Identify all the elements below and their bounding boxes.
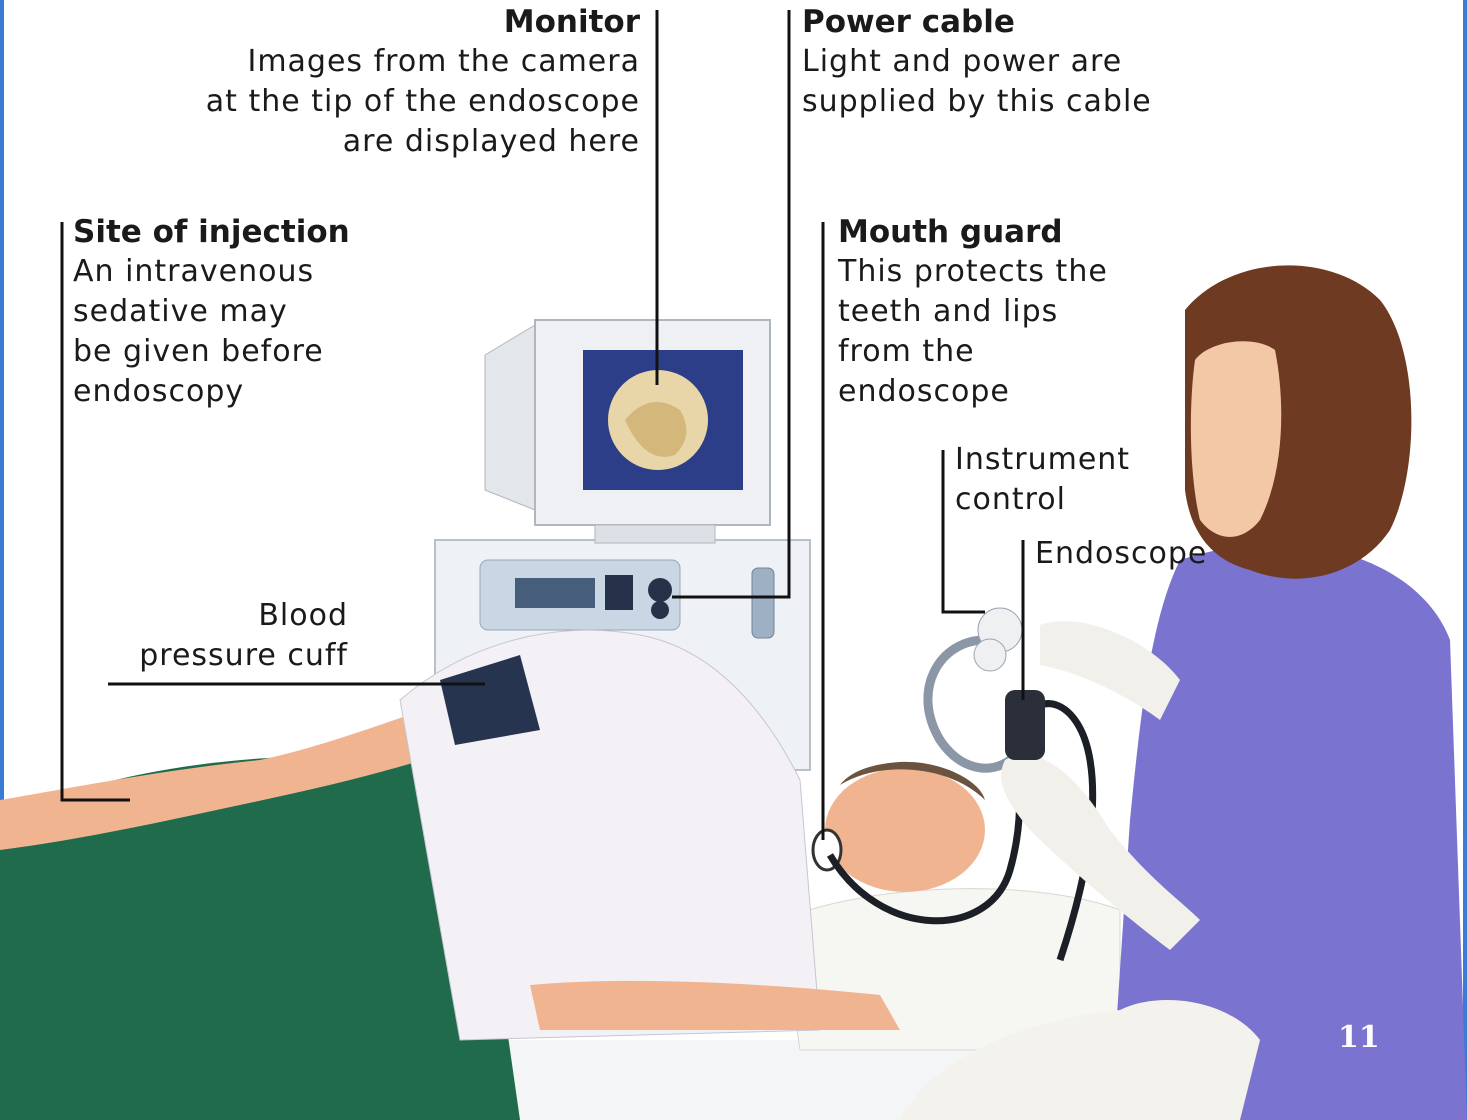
injection-site-title: Site of injection <box>73 212 350 252</box>
patient-head <box>825 768 985 892</box>
page-number: 11 <box>1338 1020 1380 1055</box>
blood-pressure-cuff-line-1: Blood <box>100 596 348 636</box>
mouth-guard-desc-line-4: endoscope <box>838 372 1108 412</box>
mouth-guard-desc-line-2: teeth and lips <box>838 292 1108 332</box>
power-cable-desc-line-2: supplied by this cable <box>802 82 1152 122</box>
monitor-desc-line-1: Images from the camera <box>90 42 640 82</box>
instrument-control-line-1: Instrument <box>955 440 1130 480</box>
mouth-guard-title: Mouth guard <box>838 212 1108 252</box>
power-cable-title: Power cable <box>802 2 1152 42</box>
mouth-guard-desc-line-3: from the <box>838 332 1108 372</box>
injection-site-callout: Site of injection An intravenous sedativ… <box>73 212 350 412</box>
monitor-unit <box>485 320 770 543</box>
instrument-control-callout: Instrument control <box>955 440 1130 520</box>
endoscope-handle <box>1005 690 1045 760</box>
power-cable-callout: Power cable Light and power are supplied… <box>802 2 1152 122</box>
endoscope-label: Endoscope <box>1035 534 1207 574</box>
monitor-desc-line-3: are displayed here <box>90 122 640 162</box>
monitor-desc-line-2: at the tip of the endoscope <box>90 82 640 122</box>
injection-site-desc-line-4: endoscopy <box>73 372 350 412</box>
injection-site-desc-line-2: sedative may <box>73 292 350 332</box>
injection-site-desc-line-1: An intravenous <box>73 252 350 292</box>
mouth-guard-callout: Mouth guard This protects the teeth and … <box>838 212 1108 412</box>
monitor-callout: Monitor Images from the camera at the ti… <box>90 2 640 162</box>
blood-pressure-cuff-callout: Blood pressure cuff <box>100 596 348 676</box>
blood-pressure-cuff-line-2: pressure cuff <box>100 636 348 676</box>
instrument-control-line-2: control <box>955 480 1130 520</box>
power-cable-desc-line-1: Light and power are <box>802 42 1152 82</box>
monitor-title: Monitor <box>90 2 640 42</box>
injection-site-desc-line-3: be given before <box>73 332 350 372</box>
mouth-guard-desc-line-1: This protects the <box>838 252 1108 292</box>
